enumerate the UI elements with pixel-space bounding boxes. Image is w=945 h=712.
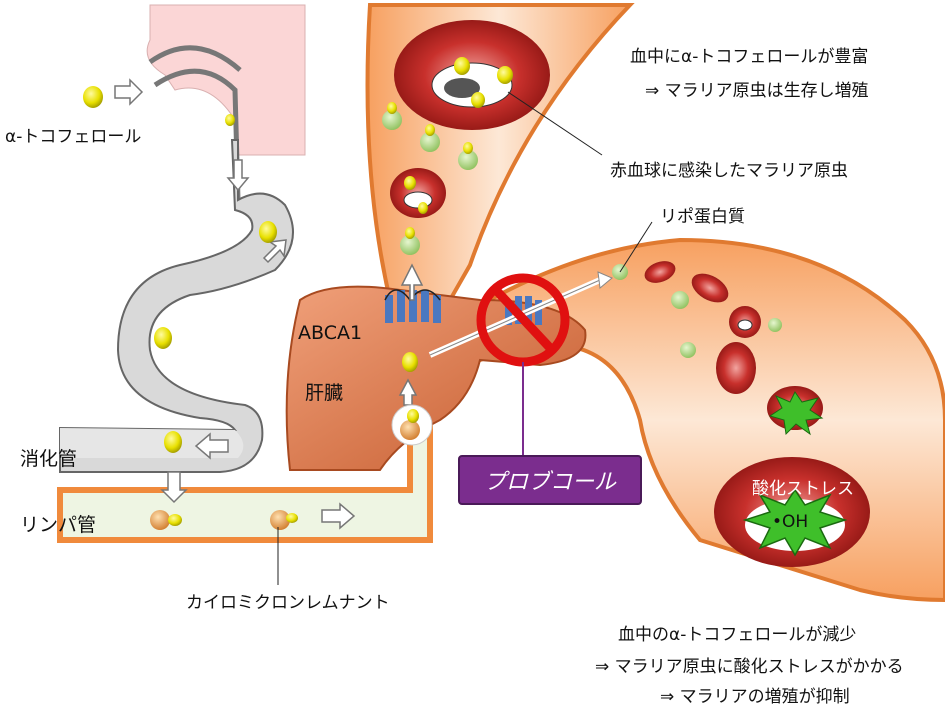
flow-arrows (114, 78, 424, 530)
label-oh: •OH (772, 512, 809, 532)
label-digestive-tract: 消化管 (20, 448, 78, 470)
note-top-line2: ⇒ マラリア原虫は生存し増殖 (645, 81, 869, 101)
arrow-lymph-flow (321, 502, 356, 530)
note-bottom-line2: ⇒ マラリア原虫に酸化ストレスがかかる (595, 657, 904, 677)
arrow-stomach (262, 239, 287, 264)
label-lipoprotein: リポ蛋白質 (660, 207, 745, 227)
red-blood-cells (390, 20, 870, 567)
label-liver: 肝臓 (305, 382, 344, 404)
arrow-esophagus (226, 159, 250, 192)
head-illustration (146, 4, 306, 201)
arrow-to-vessel (400, 263, 424, 301)
arrow-to-lymph (160, 471, 188, 504)
arrow-into-mouth (114, 78, 144, 106)
label-abca1: ABCA1 (298, 322, 363, 344)
lipoprotein-path-outline (429, 279, 601, 356)
label-infected-rbc: 赤血球に感染したマラリア原虫 (610, 161, 848, 181)
note-top-line1: 血中にα-トコフェロールが豊富 (630, 47, 869, 67)
tocopherol-particles (83, 57, 513, 453)
lower-blood-vessel (437, 237, 945, 603)
leader-lines (277, 91, 653, 585)
probucol-box: プロブコール (458, 455, 642, 505)
digestive-tract (59, 139, 294, 473)
note-bottom-line1: 血中のα-トコフェロールが減少 (618, 625, 857, 645)
oxidative-stress-burst (742, 391, 848, 557)
arrow-to-liver (398, 378, 418, 406)
chylomicron-particles (150, 404, 433, 530)
note-bottom-line3: ⇒ マラリアの増殖が抑制 (660, 687, 850, 707)
label-chylomicron: カイロミクロンレムナント (186, 593, 390, 613)
lipoprotein-particles (382, 102, 782, 358)
label-oxidative-stress: 酸化ストレス (752, 479, 854, 499)
arrow-gut (194, 432, 229, 460)
label-tocopherol: α-トコフェロール (5, 127, 142, 147)
label-lymph-duct: リンパ管 (20, 514, 97, 536)
arrow-head (597, 271, 613, 289)
